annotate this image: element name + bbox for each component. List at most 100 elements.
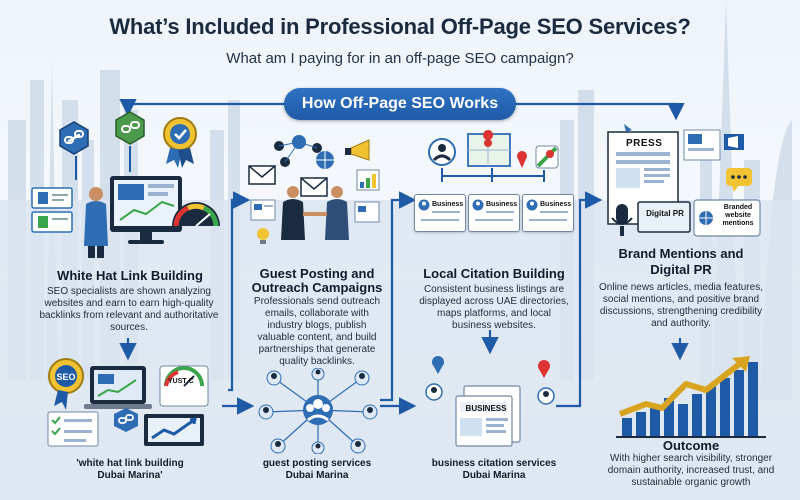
profile-icon xyxy=(526,199,538,211)
page-subtitle: What am I paying for in an off-page SEO … xyxy=(226,50,574,67)
banner-right-connector xyxy=(516,102,685,121)
network-user-icon xyxy=(258,404,274,420)
location-pin-icon xyxy=(517,151,527,168)
network-user-icon xyxy=(311,441,325,454)
col3-caption-line1: business citation services xyxy=(431,458,557,469)
col1-caption-line1: 'white hat link building xyxy=(76,458,184,469)
network-user-icon xyxy=(362,404,378,420)
email-icon xyxy=(248,165,276,185)
network-user-icon xyxy=(266,370,282,386)
link-card-icon xyxy=(31,211,73,233)
profile-icon xyxy=(537,387,555,405)
laptop-icon xyxy=(84,366,152,409)
profile-icon xyxy=(425,383,443,401)
outcome-description: With higher search visibility, stronger … xyxy=(607,453,775,488)
col4-description: Online news articles, media features, so… xyxy=(599,282,763,329)
outreach-illustration xyxy=(248,135,380,244)
document-icon xyxy=(354,201,380,223)
link-icon xyxy=(114,408,138,432)
business-card-label: Business xyxy=(486,201,518,208)
branded-mentions-label: Branded website mentions xyxy=(714,204,762,228)
link-building-illustration xyxy=(31,111,220,258)
link-card-icon xyxy=(31,187,73,209)
how-it-works-banner: How Off-Page SEO Works xyxy=(284,88,516,120)
lightbulb-icon xyxy=(257,228,269,244)
col2-heading-line2: Outreach Campaigns xyxy=(251,280,383,295)
col3-heading: Local Citation Building xyxy=(423,266,565,281)
business-card-label: Business xyxy=(540,201,572,208)
network-user-icon xyxy=(311,368,325,381)
microphone-icon xyxy=(611,204,633,236)
banner-left-connector xyxy=(119,98,284,117)
digital-pr-screen-icon xyxy=(637,201,691,233)
location-pin-icon xyxy=(432,356,444,374)
megaphone-icon xyxy=(724,134,744,150)
document-icon xyxy=(250,199,276,221)
col3-description: Consistent business listings are display… xyxy=(419,284,569,331)
col2-description: Professionals send outreach emails, coll… xyxy=(253,296,381,367)
digital-pr-illustration xyxy=(607,124,761,237)
bar-chart-icon xyxy=(356,169,380,191)
central-group-icon xyxy=(303,395,333,425)
col1-description: SEO specialists are shown analyzing webs… xyxy=(39,286,219,333)
arrow-col1-to-col2-top xyxy=(228,191,251,392)
branded-label-line2: website xyxy=(725,212,751,219)
google-maps-icon xyxy=(535,145,559,169)
chat-bubble-icon xyxy=(726,168,752,192)
growth-chart-illustration xyxy=(616,356,766,438)
guest-post-network-illustration xyxy=(258,368,378,454)
globe-icon xyxy=(316,151,334,169)
branded-label-line1: Branded xyxy=(723,204,753,211)
network-user-icon xyxy=(354,370,370,386)
map-icon xyxy=(467,130,511,167)
checklist-icon xyxy=(47,411,99,447)
yust-badge-label: YUST C xyxy=(168,378,194,385)
svg-text:SEO: SEO xyxy=(56,372,75,382)
email-icon xyxy=(300,177,328,197)
col2-heading-line1: Guest Posting and xyxy=(259,266,375,281)
outcome-heading: Outcome xyxy=(662,438,720,453)
specialist-person-icon xyxy=(84,187,108,258)
rss-feed-icon xyxy=(624,124,632,132)
business-listing-card: Business xyxy=(522,194,574,232)
page-title: What’s Included in Professional Off-Page… xyxy=(109,14,691,39)
profile-icon xyxy=(472,199,484,211)
monitor-icon xyxy=(110,176,182,244)
col1-bottom-illustration: SEO xyxy=(47,358,209,447)
branded-label-line3: mentions xyxy=(722,220,754,227)
network-user-icon xyxy=(350,438,366,454)
business-listing-illustration xyxy=(425,356,555,447)
col1-caption-line2: Dubai Marina' xyxy=(97,470,163,481)
branded-mentions-box xyxy=(693,199,761,237)
handshake-people-icon xyxy=(281,186,349,240)
news-sheet-icon xyxy=(683,129,721,161)
link-icon xyxy=(115,111,145,145)
press-label: PRESS xyxy=(626,138,663,149)
award-badge-icon xyxy=(163,117,197,168)
col4-heading-line1: Brand Mentions and xyxy=(618,246,744,261)
col2-caption-line1: guest posting services xyxy=(262,458,372,469)
profile-icon xyxy=(418,199,430,211)
network-user-icon xyxy=(270,438,286,454)
col3-caption-line2: Dubai Marina xyxy=(462,470,526,481)
business-card-label: Business xyxy=(432,201,464,208)
profile-icon xyxy=(428,138,456,166)
col4-heading-line2: Digital PR xyxy=(650,262,712,277)
speed-gauge-icon xyxy=(172,202,220,227)
col2-caption-line2: Dubai Marina xyxy=(285,470,349,481)
local-citation-illustration xyxy=(428,130,559,182)
business-listing-card: Business xyxy=(468,194,520,232)
business-listing-card: Business xyxy=(414,194,466,232)
business-listing-label: BUSINESS xyxy=(465,404,507,413)
digital-pr-label: Digital PR xyxy=(646,209,684,218)
megaphone-icon xyxy=(345,139,370,161)
col1-heading: White Hat Link Building xyxy=(57,268,203,283)
arrow-col3-to-col4 xyxy=(556,191,603,408)
growth-laptop-icon xyxy=(144,414,204,446)
speed-gauge-badge xyxy=(159,365,209,407)
people-network-icon xyxy=(274,135,322,167)
location-pin-icon xyxy=(538,360,550,378)
